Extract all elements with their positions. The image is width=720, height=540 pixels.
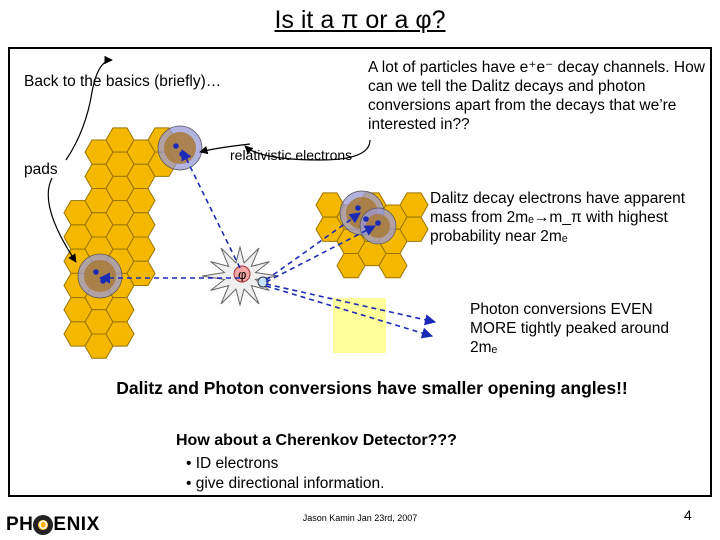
track-photon-1 <box>265 283 437 326</box>
dalitz-note: Dalitz decay electrons have apparent mas… <box>430 190 686 245</box>
track-photon-2 <box>265 285 434 339</box>
pad-array-left <box>63 127 177 359</box>
photon-note: Photon conversions EVEN MORE tightly pea… <box>470 301 670 356</box>
slide-title: Is it a π or a φ? <box>274 6 446 34</box>
phi-label: φ <box>238 267 246 282</box>
hex-pad <box>126 260 156 286</box>
question-text: A lot of particles have e⁺e⁻ decay chann… <box>368 59 705 133</box>
logo-pre: PH <box>6 514 34 535</box>
pi-particle <box>257 276 269 288</box>
footer-text: Jason Kamin Jan 23rd, 2007 <box>302 513 418 523</box>
hit-dot <box>363 216 369 222</box>
hit-dot <box>93 269 99 275</box>
content-frame <box>8 47 712 497</box>
ring-core <box>84 260 116 292</box>
relativistic-electrons-label: relativistic electrons <box>230 147 353 163</box>
logo-o-icon: O <box>33 514 54 535</box>
track-phi-1 <box>181 148 241 269</box>
hit-dot <box>173 143 179 149</box>
intro-text: Back to the basics (briefly)… <box>24 73 222 90</box>
page-number: 4 <box>684 507 692 523</box>
relativistic-arrow-left <box>199 143 251 155</box>
ring-core <box>164 132 196 164</box>
logo-post: ENIX <box>53 514 100 535</box>
cherenkov-heading: How about a Cherenkov Detector??? <box>176 432 457 449</box>
highlight-box <box>333 298 386 353</box>
track-pi-2 <box>265 225 376 283</box>
bullet-item: • give directional information. <box>186 475 385 492</box>
hex-pad <box>105 321 135 347</box>
hit-dot <box>355 205 361 211</box>
pads-pointer-arrow-down <box>47 177 77 263</box>
pads-label: pads <box>24 161 58 178</box>
track-pi-1 <box>265 212 361 281</box>
highlight-statement: Dalitz and Photon conversions have small… <box>116 378 628 398</box>
cherenkov-bullets: • ID electrons • give directional inform… <box>186 454 384 494</box>
pads-pointer-arrow-up <box>65 55 113 161</box>
ring-core <box>366 214 390 238</box>
hit-dot <box>375 220 381 226</box>
relativistic-arrow-right <box>244 139 371 161</box>
tracks-overlay: φ <box>47 55 437 353</box>
bullet-item: • ID electrons <box>186 455 279 472</box>
hex-pad <box>378 253 408 279</box>
hit-dot <box>100 278 106 284</box>
hex-pad <box>399 216 429 242</box>
